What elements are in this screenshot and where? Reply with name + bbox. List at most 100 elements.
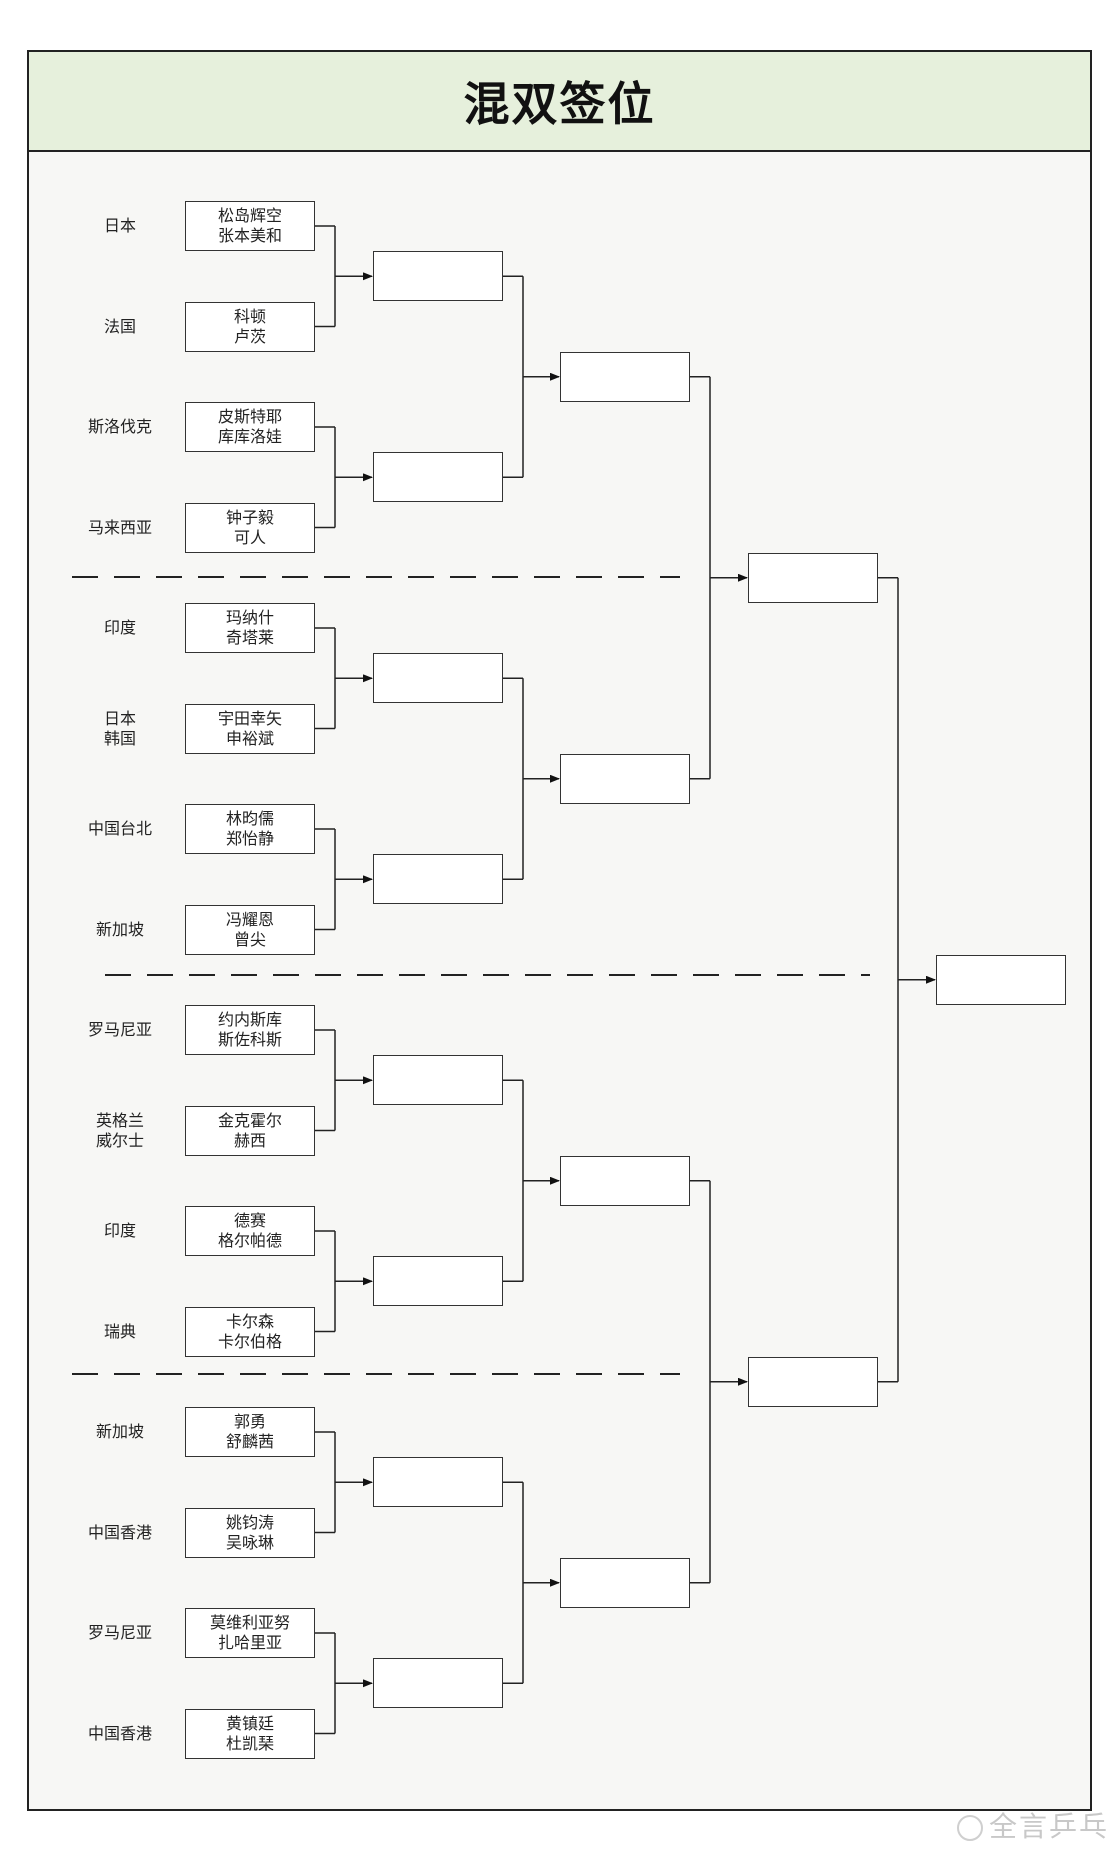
pair-box: 黄镇廷杜凯琹 [185,1708,315,1759]
player-name: 可人 [233,527,266,547]
player-name: 宇田幸矢 [217,708,282,728]
country-name: 印度 [103,1221,136,1240]
country-name: 英格兰 [95,1110,144,1130]
title-bar: 混双签位 [29,52,1090,152]
player-name: 钟子毅 [225,507,274,527]
player-name: 张本美和 [217,226,282,245]
country-label: 马来西亚 [60,518,180,538]
country-name: 罗马尼亚 [87,1020,152,1039]
player-name: 舒麟茜 [225,1432,274,1451]
player-name: 德赛 [233,1211,266,1230]
round-of-8-box [373,251,503,302]
player-name: 黄镇廷 [225,1713,274,1733]
country-name: 日本 [103,708,136,728]
pair-box: 约内斯库斯佐科斯 [185,1005,315,1055]
country-name: 新加坡 [95,1422,144,1441]
player-name: 格尔帕德 [217,1231,282,1250]
player-name: 库库洛娃 [217,427,282,446]
country-name: 法国 [103,316,136,336]
player-name: 皮斯特耶 [217,407,282,426]
country-name: 新加坡 [95,919,144,939]
pair-box: 郭勇舒麟茜 [185,1407,315,1457]
pair-box: 皮斯特耶库库洛娃 [185,402,315,452]
player-name: 郑怡静 [225,829,274,848]
pair-box: 松岛辉空张本美和 [185,201,315,251]
country-name: 中国台北 [87,819,152,838]
semifinal-box [748,1356,878,1407]
player-name: 斯佐科斯 [217,1030,282,1049]
player-name: 申裕斌 [225,728,274,748]
pair-box: 宇田幸矢申裕斌 [185,703,315,754]
player-name: 吴咏琳 [225,1532,274,1552]
pair-box: 莫维利亚努扎哈里亚 [185,1608,315,1658]
player-name: 卡尔伯格 [217,1331,282,1351]
round-of-8-box [373,653,503,704]
watermark-text: 全言乒乓 [988,1810,1109,1843]
country-label: 中国香港 [60,1523,180,1543]
player-name: 冯耀恩 [225,909,274,929]
pair-box: 钟子毅可人 [185,502,315,553]
player-name: 扎哈里亚 [217,1633,282,1652]
player-name: 林昀儒 [225,809,274,828]
country-label: 罗马尼亚 [60,1623,180,1643]
quarterfinal-box [560,1557,690,1608]
player-name: 约内斯库 [217,1010,282,1029]
player-name: 莫维利亚努 [209,1613,290,1632]
quarterfinal-box [560,1155,690,1206]
watermark: 全言乒乓 [956,1805,1109,1845]
country-label: 斯洛伐克 [60,417,180,437]
player-name: 郭勇 [233,1412,266,1431]
pair-box: 科顿卢茨 [185,301,315,352]
round-of-8-box [373,1457,503,1508]
pair-box: 德赛格尔帕德 [185,1206,315,1256]
country-label: 法国 [60,317,180,337]
round-of-8-box [373,1658,503,1709]
country-name: 印度 [103,618,136,637]
country-label: 英格兰威尔士 [60,1111,180,1151]
quarterfinal-box [560,351,690,402]
player-name: 松岛辉空 [217,206,282,225]
country-label: 印度 [60,618,180,638]
quarterfinal-box [560,753,690,804]
player-name: 奇塔莱 [225,628,274,647]
country-label: 中国台北 [60,819,180,839]
player-name: 卡尔森 [225,1311,274,1331]
round-of-8-box [373,854,503,905]
player-name: 玛纳什 [225,608,274,627]
player-name: 金克霍尔 [217,1110,282,1130]
country-label: 瑞典 [60,1322,180,1342]
pair-box: 林昀儒郑怡静 [185,804,315,854]
pair-box: 金克霍尔赫西 [185,1105,315,1156]
country-name: 威尔士 [95,1130,144,1150]
player-name: 姚钧涛 [225,1512,274,1532]
watermark-logo-icon [956,1815,983,1841]
country-name: 罗马尼亚 [87,1623,152,1642]
player-name: 科顿 [233,306,266,326]
pair-box: 冯耀恩曾尖 [185,904,315,955]
country-name: 中国香港 [87,1522,152,1542]
country-label: 中国香港 [60,1724,180,1744]
round-of-8-box [373,1055,503,1106]
country-label: 新加坡 [60,920,180,940]
player-name: 赫西 [233,1130,266,1150]
country-label: 日本 [60,216,180,236]
country-name: 日本 [103,216,136,235]
country-name: 韩国 [103,728,136,748]
round-of-8-box [373,1256,503,1307]
pair-box: 玛纳什奇塔莱 [185,603,315,653]
semifinal-box [748,552,878,603]
player-name: 曾尖 [233,929,266,949]
country-label: 日本韩国 [60,709,180,749]
country-name: 中国香港 [87,1723,152,1743]
country-name: 斯洛伐克 [87,417,152,436]
country-label: 罗马尼亚 [60,1020,180,1040]
pair-box: 卡尔森卡尔伯格 [185,1306,315,1357]
country-label: 新加坡 [60,1422,180,1442]
country-name: 马来西亚 [87,517,152,537]
final-box [936,954,1066,1005]
country-label: 印度 [60,1221,180,1241]
player-name: 杜凯琹 [225,1733,274,1753]
round-of-8-box [373,452,503,503]
player-name: 卢茨 [233,326,266,346]
